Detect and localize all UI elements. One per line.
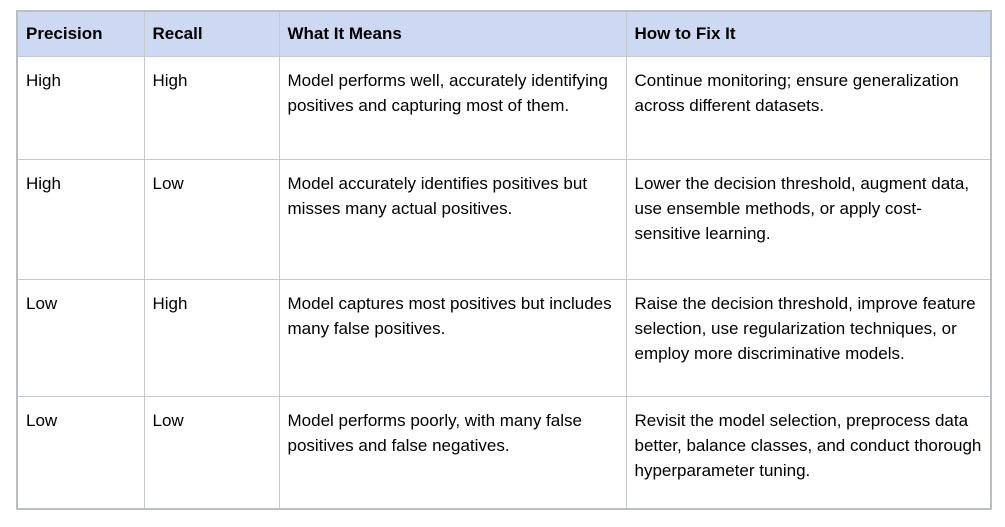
cell-meaning: Model accurately identifies positives bu… [278,158,627,280]
header-row: Precision Recall What It Means How to Fi… [16,10,992,57]
cell-precision: High [16,158,145,280]
cell-meaning: Model performs poorly, with many false p… [278,395,627,510]
table-row: Low Low Model performs poorly, with many… [16,395,992,510]
table-row: High Low Model accurately identifies pos… [16,158,992,280]
column-header-recall: Recall [143,10,280,57]
cell-fix: Continue monitoring; ensure generalizati… [625,55,992,160]
cell-fix: Lower the decision threshold, augment da… [625,158,992,280]
column-header-precision: Precision [16,10,145,57]
cell-recall: Low [143,158,280,280]
cell-precision: Low [16,278,145,397]
cell-meaning: Model captures most positives but includ… [278,278,627,397]
cell-fix: Revisit the model selection, preprocess … [625,395,992,510]
column-header-what-it-means: What It Means [278,10,627,57]
table-row: Low High Model captures most positives b… [16,278,992,397]
table-header: Precision Recall What It Means How to Fi… [16,10,992,57]
precision-recall-table: Precision Recall What It Means How to Fi… [16,10,992,510]
column-header-how-to-fix-it: How to Fix It [625,10,992,57]
cell-fix: Raise the decision threshold, improve fe… [625,278,992,397]
cell-meaning: Model performs well, accurately identify… [278,55,627,160]
cell-recall: High [143,55,280,160]
cell-precision: Low [16,395,145,510]
cell-recall: High [143,278,280,397]
cell-precision: High [16,55,145,160]
cell-recall: Low [143,395,280,510]
table-row: High High Model performs well, accuratel… [16,55,992,160]
table-body: High High Model performs well, accuratel… [16,55,992,510]
